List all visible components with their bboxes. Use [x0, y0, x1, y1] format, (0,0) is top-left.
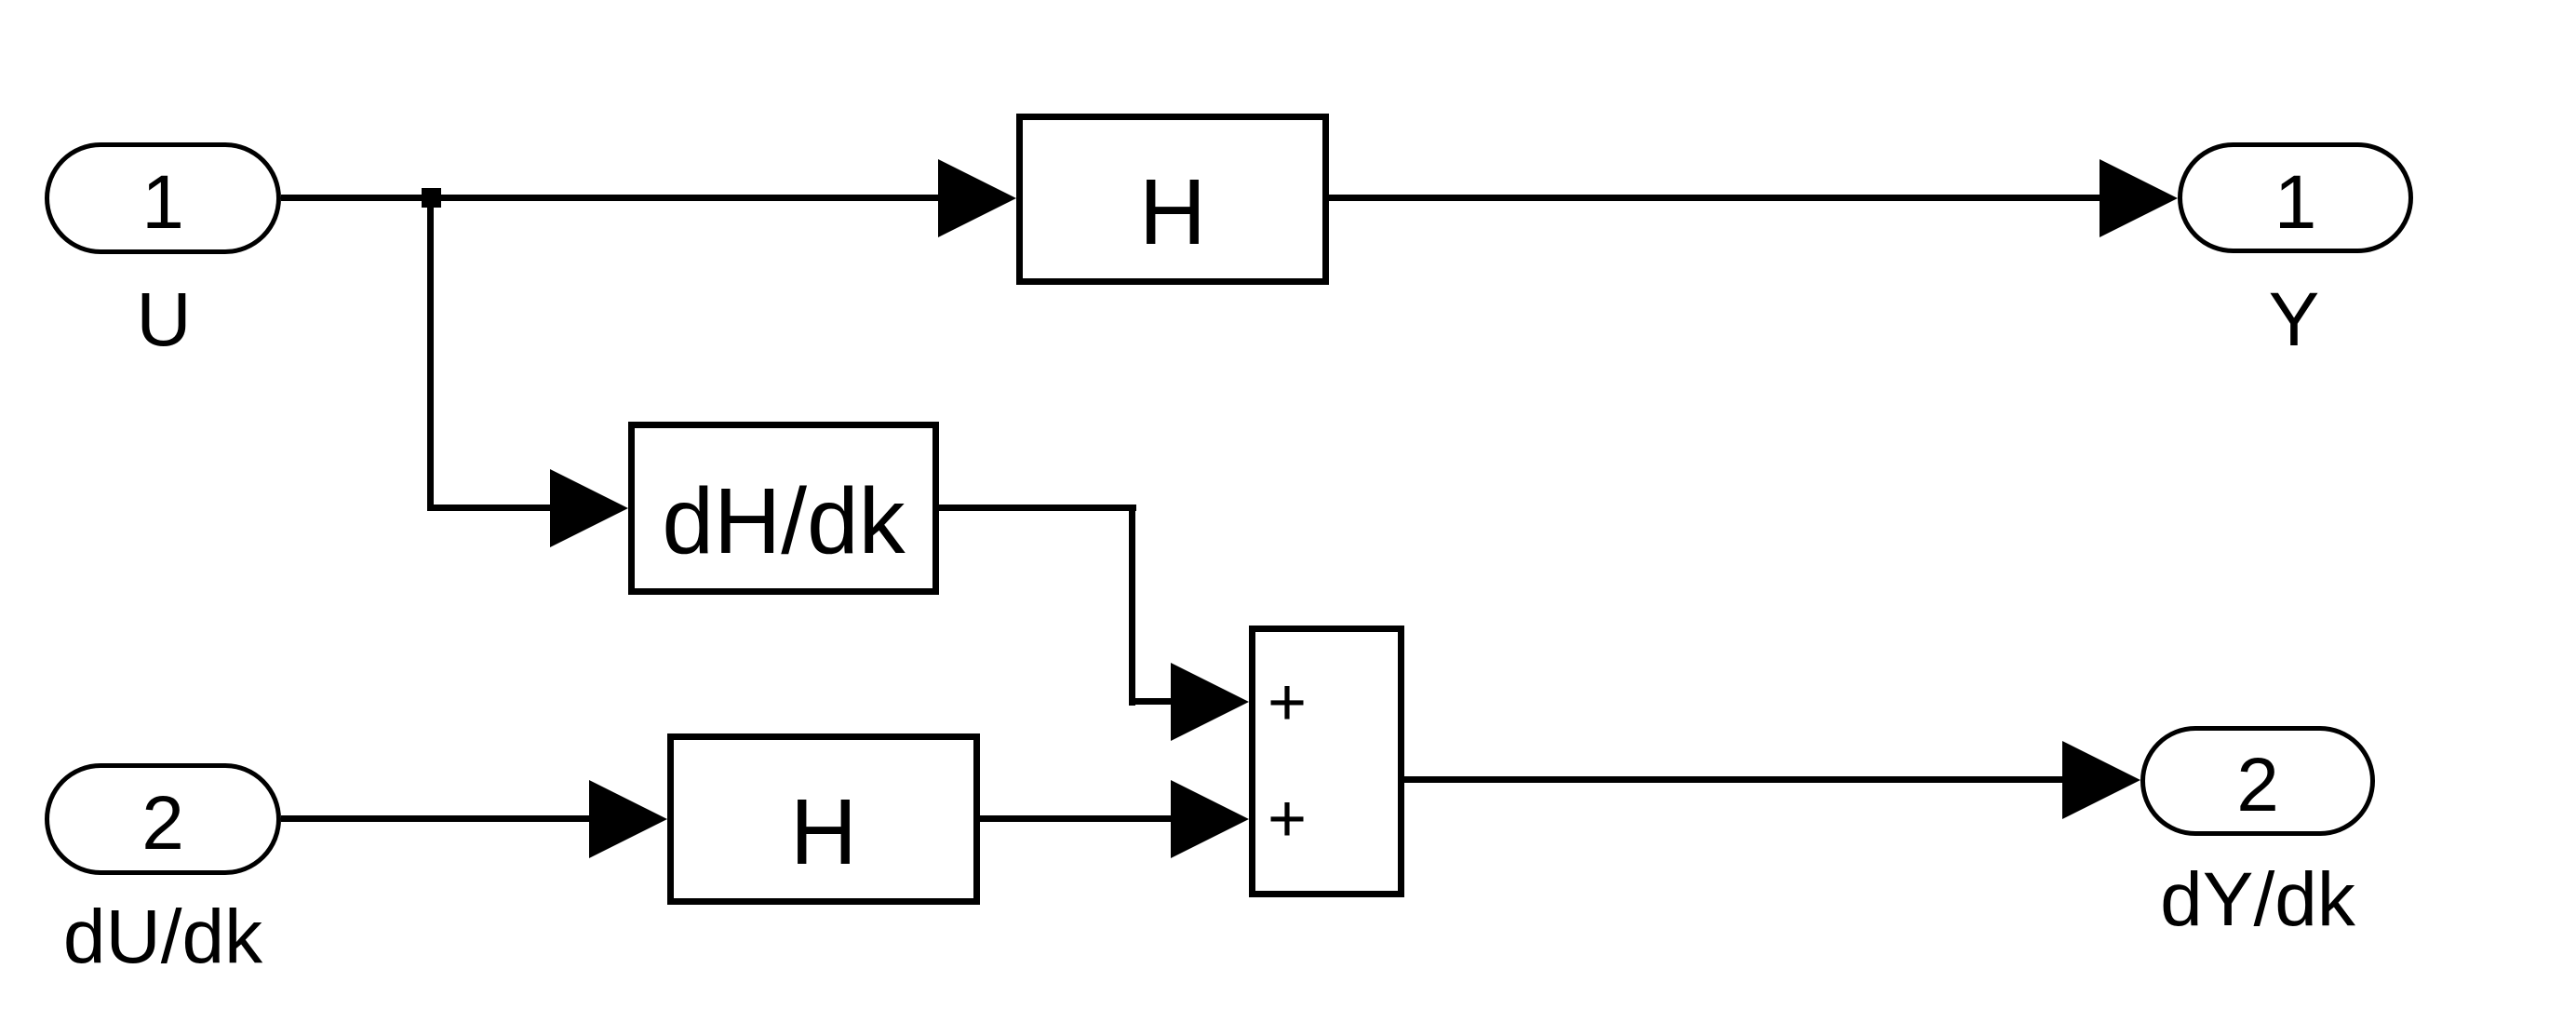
transfer-block-h-bottom[interactable]: H: [667, 733, 980, 905]
inport-2[interactable]: 2: [45, 763, 281, 875]
signal-line-branch-vertical[interactable]: [427, 195, 434, 511]
signal-line-into-sum-top[interactable]: [1133, 698, 1175, 705]
arrowhead-into-sum-bottom-icon[interactable]: [1171, 780, 1249, 858]
transfer-block-dhdk[interactable]: dH/dk: [628, 422, 939, 595]
inport-1-number: 1: [141, 160, 184, 245]
inport-1[interactable]: 1: [45, 142, 281, 254]
transfer-block-dhdk-label: dH/dk: [662, 469, 906, 573]
signal-line-h-to-y[interactable]: [1328, 195, 2102, 201]
inport-1-label: U: [136, 277, 192, 362]
outport-1[interactable]: 1: [2178, 142, 2413, 253]
outport-1-label: Y: [2268, 277, 2320, 362]
signal-line-branch-to-dhdk[interactable]: [427, 505, 553, 511]
signal-line-sum-to-dydk[interactable]: [1403, 776, 2065, 783]
transfer-block-h-bottom-label: H: [789, 780, 858, 884]
transfer-block-h-top-label: H: [1138, 160, 1207, 264]
signal-line-dhdk-out[interactable]: [938, 505, 1136, 511]
signal-line-dhdk-vertical[interactable]: [1129, 505, 1135, 706]
arrowhead-into-dhdk-icon[interactable]: [550, 469, 628, 547]
outport-2-label: dY/dk: [2160, 857, 2355, 942]
transfer-block-h-top[interactable]: H: [1016, 114, 1329, 285]
outport-2-number: 2: [2236, 743, 2279, 827]
signal-line-u-to-h[interactable]: [281, 195, 938, 201]
sum-plus-top: +: [1267, 666, 1308, 740]
sum-plus-bottom: +: [1267, 782, 1308, 856]
arrowhead-into-h-top-icon[interactable]: [938, 159, 1016, 237]
signal-line-h-to-sum[interactable]: [979, 815, 1174, 822]
arrowhead-into-sum-top-icon[interactable]: [1171, 663, 1249, 741]
arrowhead-into-outport-dydk-icon[interactable]: [2062, 741, 2140, 819]
sum-block[interactable]: [1249, 626, 1404, 897]
outport-2[interactable]: 2: [2140, 726, 2375, 836]
inport-2-number: 2: [141, 781, 184, 866]
inport-2-label: dU/dk: [62, 895, 263, 979]
outport-1-number: 1: [2274, 159, 2317, 245]
arrowhead-into-outport-y-icon[interactable]: [2100, 159, 2178, 237]
signal-line-dudk-to-h[interactable]: [281, 815, 592, 822]
arrowhead-into-h-bottom-icon[interactable]: [589, 780, 667, 858]
